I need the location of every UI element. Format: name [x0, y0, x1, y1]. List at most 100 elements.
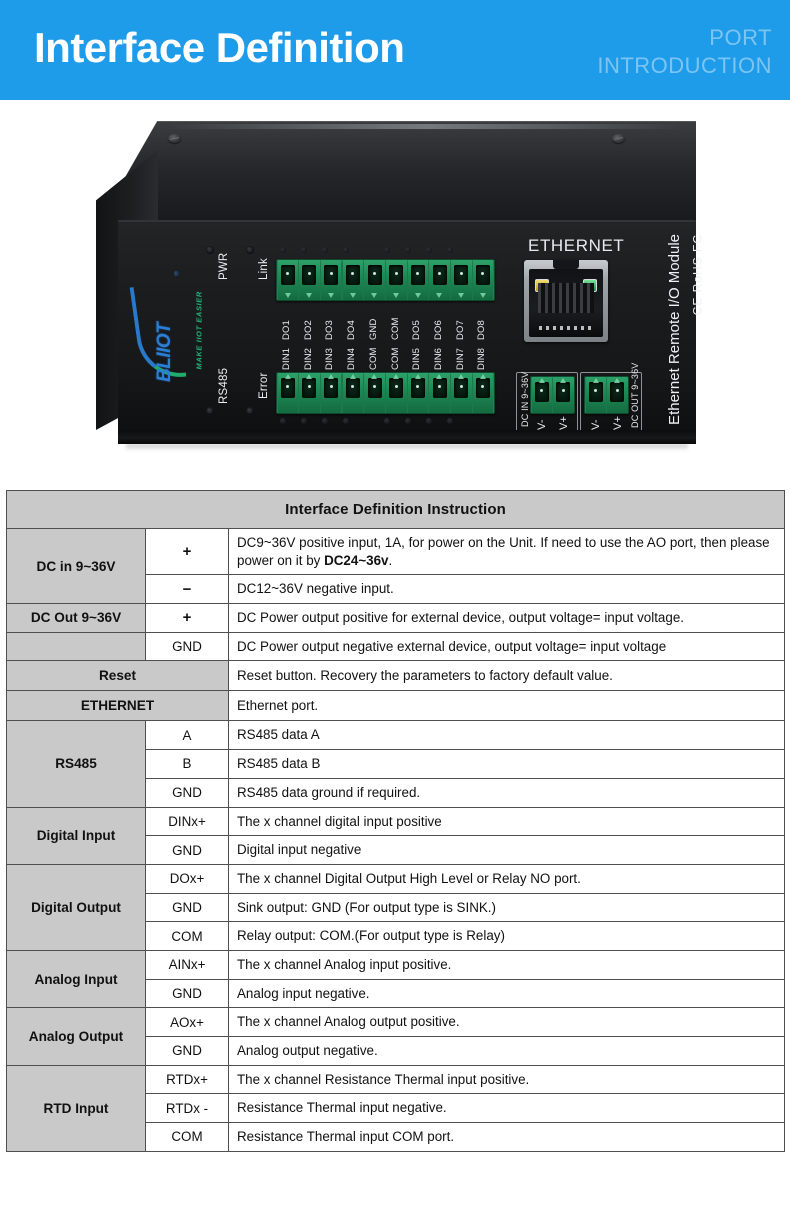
row-pin-label: COM	[145, 921, 229, 951]
port-label-bottom-din3: DIN3	[324, 347, 336, 370]
page-header-banner: Interface Definition PORT INTRODUCTION	[0, 0, 790, 100]
port-label-bottom-din2: DIN2	[302, 347, 314, 370]
terminal-pin[interactable]	[277, 373, 299, 413]
mount-dot	[405, 418, 411, 424]
led-label-link: Link	[258, 258, 270, 280]
row-group-label: DC Out 9~36V	[6, 603, 146, 633]
mount-dot	[426, 418, 432, 424]
table-row: DC in 9~36V+DC9~36V positive input, 1A, …	[6, 527, 785, 605]
row-description: Relay output: COM.(For output type is Re…	[228, 921, 785, 951]
row-pin-label: DINx+	[145, 806, 229, 837]
row-group-label: Reset	[6, 660, 229, 692]
port-label-top-do4: DO4	[346, 320, 358, 340]
terminal-pin[interactable]	[407, 373, 429, 413]
terminal-pin[interactable]	[386, 260, 407, 300]
row-pin-label: DOx+	[145, 863, 229, 894]
interface-definition-table: Interface Definition Instruction DC in 9…	[6, 490, 785, 1152]
certification-marks: CE RoHS FC	[690, 234, 704, 316]
terminal-pin[interactable]	[320, 373, 342, 413]
row-pin-label: COM	[145, 1122, 229, 1152]
row-description: The x channel Analog input positive.	[228, 949, 785, 980]
terminal-pin[interactable]	[299, 373, 320, 413]
device-top-panel	[96, 121, 696, 228]
terminal-pin[interactable]	[320, 260, 342, 300]
row-description: Ethernet port.	[228, 690, 785, 722]
row-group-label: ETHERNET	[6, 690, 229, 722]
row-group-label: Digital Input	[6, 806, 146, 865]
port-label-bottom-din1: DIN1	[281, 347, 292, 370]
ethernet-port-label: ETHERNET	[528, 236, 625, 255]
terminal-pin[interactable]	[342, 260, 364, 300]
row-pin-label: GND	[145, 1036, 229, 1066]
row-pin-label: GND	[145, 777, 229, 808]
terminal-pin[interactable]	[429, 373, 450, 413]
row-description: Resistance Thermal input COM port.	[228, 1122, 785, 1152]
mount-dot	[322, 247, 328, 253]
mount-dot	[426, 247, 432, 253]
row-description: Reset button. Recovery the parameters to…	[228, 660, 785, 692]
row-description: Digital input negative	[228, 835, 785, 865]
bliiot-logo: ® BLIIOT MAKE IIOT EASIER	[129, 266, 204, 396]
terminal-block-digital-input[interactable]	[276, 372, 495, 414]
port-label-top-do6: DO6	[432, 320, 444, 340]
row-description: Resistance Thermal input negative.	[228, 1093, 785, 1124]
row-description: DC Power output positive for external de…	[228, 603, 785, 633]
port-label-top-do8: DO8	[476, 320, 488, 340]
page-title: Interface Definition	[34, 24, 405, 71]
terminal-pin[interactable]	[585, 377, 607, 413]
row-description: DC12~36V negative input.	[228, 574, 785, 605]
mount-dot	[447, 247, 453, 253]
terminal-block-dc-in[interactable]	[530, 376, 576, 414]
table-row: DC Out 9~36V+DC Power output positive fo…	[6, 603, 785, 633]
terminal-block-digital-output[interactable]	[276, 259, 495, 301]
terminal-pin[interactable]	[451, 373, 472, 413]
rj45-ethernet-port[interactable]	[524, 260, 608, 342]
terminal-pin[interactable]	[607, 377, 628, 413]
port-label-top-do3: DO3	[324, 320, 336, 340]
dc-out-pin-vminus: V-	[590, 419, 602, 430]
terminal-pin[interactable]	[342, 373, 364, 413]
port-label-bottom-din7: DIN7	[454, 347, 466, 370]
rj45-notch	[553, 260, 579, 269]
terminal-block-dc-out[interactable]	[584, 376, 630, 414]
row-description: Sink output: GND (For output type is SIN…	[228, 892, 785, 923]
terminal-pin[interactable]	[531, 377, 553, 413]
row-pin-label: GND	[145, 978, 229, 1009]
terminal-pin[interactable]	[472, 260, 494, 300]
row-pin-label: A	[145, 720, 229, 751]
row-description: DC Power output negative external device…	[228, 631, 785, 662]
row-description: The x channel Resistance Thermal input p…	[228, 1064, 785, 1095]
port-label-bottom-din6: DIN6	[432, 347, 444, 370]
row-description: RS485 data A	[228, 720, 785, 751]
device-model-name: Ethernet Remote I/O Module	[666, 234, 683, 425]
port-label-bottom-din8: DIN8	[476, 347, 488, 370]
terminal-pin[interactable]	[364, 260, 385, 300]
device-photo: ® BLIIOT MAKE IIOT EASIER PWR Link RS485…	[0, 100, 790, 490]
terminal-pin[interactable]	[386, 373, 407, 413]
terminal-pin[interactable]	[364, 373, 385, 413]
terminal-pin[interactable]	[451, 260, 472, 300]
row-description: Analog input negative.	[228, 978, 785, 1009]
led-label-pwr: PWR	[218, 252, 230, 280]
dc-in-pin-vplus: V+	[558, 415, 570, 430]
terminal-pin[interactable]	[553, 377, 574, 413]
terminal-pin[interactable]	[277, 260, 299, 300]
row-description: The x channel Analog output positive.	[228, 1007, 785, 1037]
terminal-pin[interactable]	[299, 260, 320, 300]
mount-dot	[301, 247, 307, 253]
terminal-pin[interactable]	[472, 373, 494, 413]
terminal-pin[interactable]	[429, 260, 450, 300]
dc-out-pin-vplus: V+	[612, 415, 624, 430]
port-label-bottom-din4: DIN4	[346, 347, 358, 370]
brand-name: BLIIOT	[154, 322, 175, 382]
terminal-pin[interactable]	[407, 260, 429, 300]
row-pin-label: RTDx+	[145, 1064, 229, 1095]
rj45-cavity	[529, 269, 603, 337]
